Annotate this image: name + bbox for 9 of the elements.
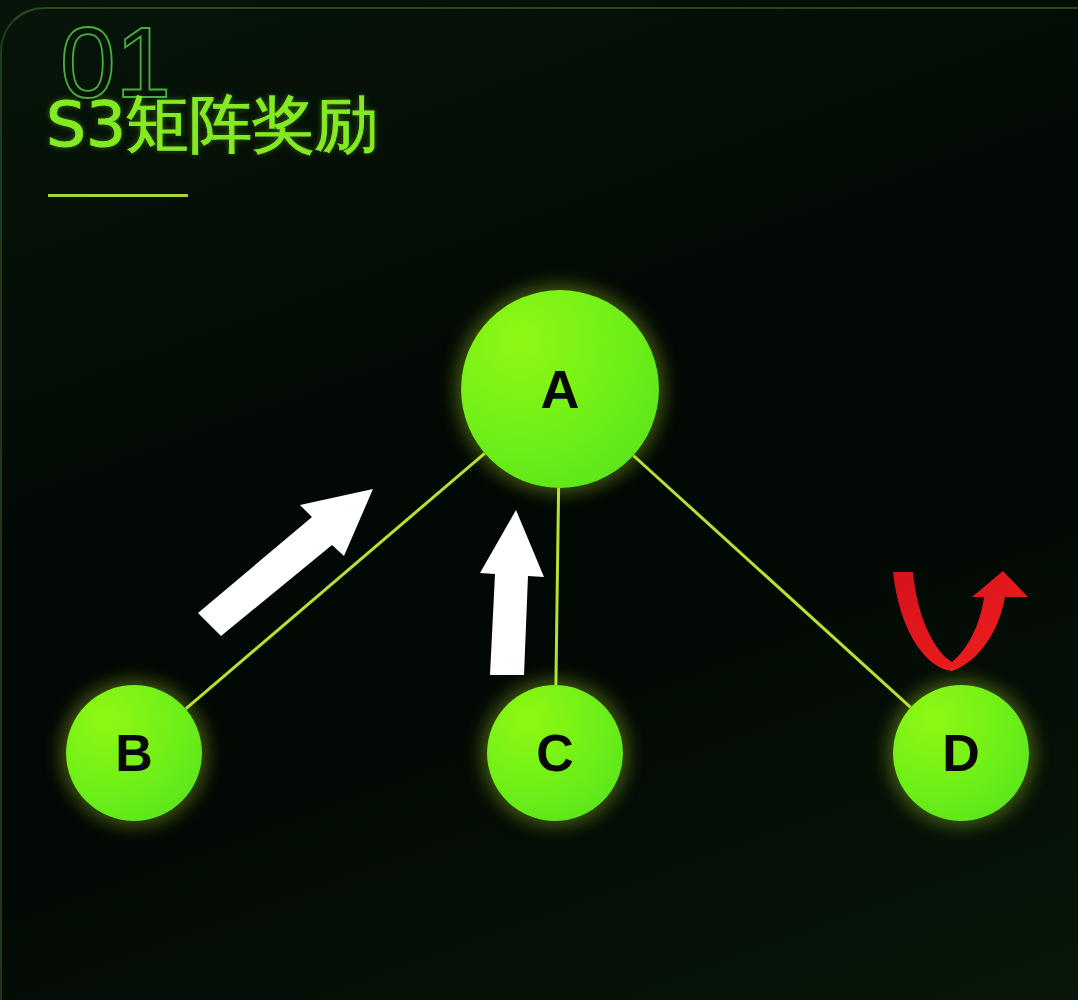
circle-node: D [893,685,1029,821]
direction-arrow [196,488,374,637]
circle-node: C [487,685,623,821]
connector-line [554,487,561,686]
connector-line [632,454,912,709]
circle-node: B [66,685,202,821]
direction-arrow [478,509,545,676]
connector-line [184,452,486,710]
circle-node: A [461,290,659,488]
